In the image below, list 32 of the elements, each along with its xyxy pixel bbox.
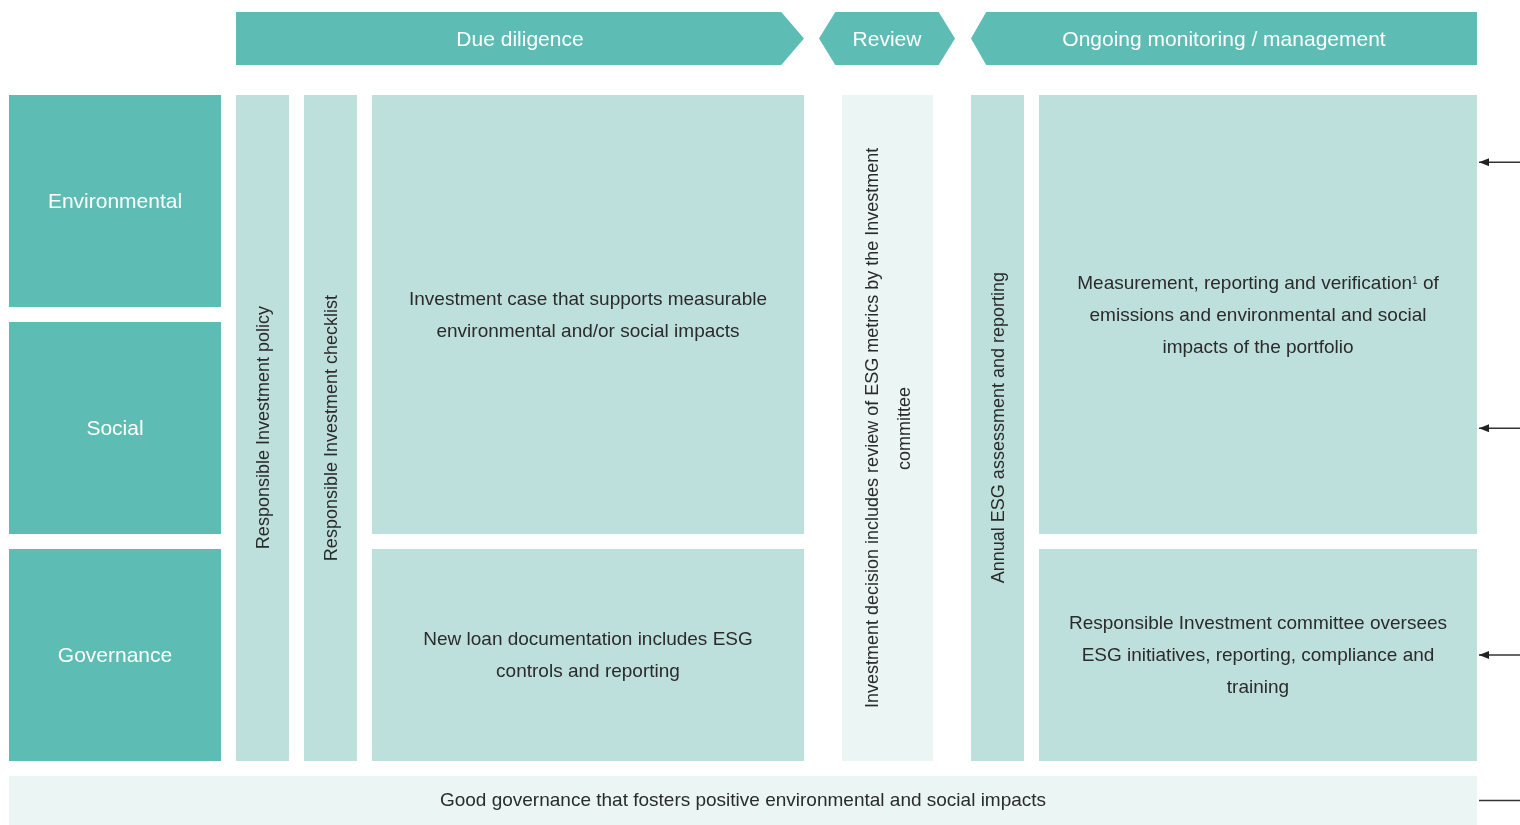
process-box bbox=[1039, 549, 1477, 761]
pillar-box bbox=[9, 322, 221, 534]
process-box bbox=[372, 95, 804, 534]
phase-label: Due diligence bbox=[456, 25, 584, 52]
chevron-banner bbox=[971, 12, 1477, 65]
box-text: New loan documentation includes ESG controls and reporting bbox=[422, 627, 754, 683]
chevron-banner bbox=[236, 12, 804, 65]
pillar-label: Social bbox=[86, 415, 144, 442]
pillar-box bbox=[9, 95, 221, 307]
process-box bbox=[1039, 95, 1477, 534]
vertical-label: Investment decision includes review of ESG metrics by the Investment committee bbox=[860, 146, 915, 711]
vertical-label: Responsible Investment policy bbox=[251, 306, 274, 550]
vertical-bar bbox=[971, 95, 1024, 761]
pillar-box bbox=[9, 549, 221, 761]
connector-line bbox=[1478, 799, 1520, 802]
hexagon-banner bbox=[819, 12, 955, 65]
band-label: Good governance that fosters positive environmental and social impacts bbox=[439, 788, 1047, 813]
vertical-label: Responsible Investment checklist bbox=[319, 294, 342, 562]
pillar-label: Environmental bbox=[47, 188, 183, 215]
vertical-bar bbox=[236, 95, 289, 761]
box-text: Responsible Investment committee oversees ESG initiatives, reporting, compliance and training bbox=[1067, 611, 1449, 699]
pillar-label: Governance bbox=[57, 642, 173, 669]
arrow bbox=[1478, 158, 1520, 167]
arrow bbox=[1478, 651, 1520, 659]
arrow bbox=[1478, 424, 1520, 433]
phase-label: Ongoing monitoring / management bbox=[1062, 25, 1386, 52]
vertical-label: Annual ESG assessment and reporting bbox=[986, 272, 1009, 584]
box-text: Investment case that supports measurable environmental and/or social impacts bbox=[408, 286, 768, 343]
phase-label: Review bbox=[852, 25, 922, 52]
vertical-bar bbox=[304, 95, 357, 761]
process-box bbox=[372, 549, 804, 761]
box-text: Measurement, reporting and verification$^{1}$ of emissions and environmental and social impacts of the portfolio bbox=[1076, 270, 1440, 359]
